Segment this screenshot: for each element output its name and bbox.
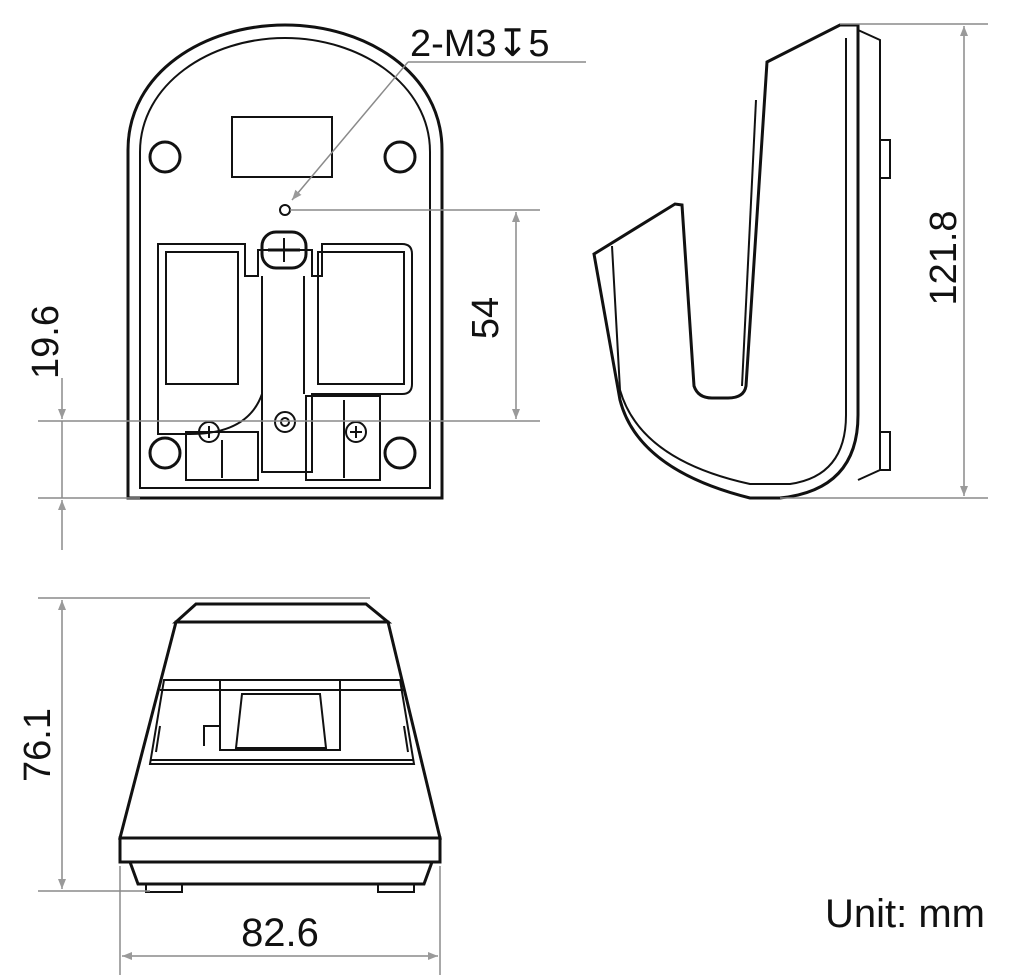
screw-center <box>274 411 296 433</box>
cable-channel-inner <box>165 251 405 385</box>
front-window-inner <box>150 689 414 761</box>
corner-hole-top-left <box>148 140 182 174</box>
front-cradle <box>219 679 341 751</box>
front-window-edge-right <box>403 725 409 753</box>
dim-82-6-lines <box>119 866 441 975</box>
dim-54-lines <box>38 209 540 422</box>
front-body <box>118 620 442 840</box>
corner-hole-bottom-right <box>383 436 417 470</box>
front-foot-left <box>145 883 183 893</box>
side-groove <box>741 99 757 387</box>
rear-outer-outline <box>126 23 444 500</box>
side-back-plate <box>857 29 881 481</box>
cable-clip <box>260 230 308 270</box>
front-window <box>148 679 416 765</box>
front-top-cap <box>172 602 393 624</box>
screw-right-cross <box>350 426 362 438</box>
label-recess <box>231 116 333 178</box>
callout-leader <box>291 61 586 201</box>
m3-mounting-hole <box>279 204 291 216</box>
front-cradle-step <box>203 725 220 746</box>
front-foot-right <box>377 883 415 893</box>
screw-left-cross <box>203 426 215 438</box>
side-tab-lower <box>879 431 891 471</box>
front-cradle-inner <box>234 693 328 749</box>
dim-121-8-lines <box>780 23 988 499</box>
lower-pad-left <box>185 431 259 481</box>
front-base <box>118 836 442 864</box>
dim-76-1-label: 76.1 <box>17 708 59 782</box>
side-tab-upper <box>879 139 891 179</box>
front-base-lower <box>128 861 434 886</box>
dim-121-8-label: 121.8 <box>923 210 965 305</box>
side-outer-profile <box>592 23 860 500</box>
side-inner-profile <box>611 38 847 485</box>
dim-82-6-label: 82.6 <box>241 911 319 955</box>
cable-channel-outline <box>157 243 413 473</box>
dim-19-6-label: 19.6 <box>25 305 67 379</box>
front-window-edge-left <box>155 725 161 753</box>
screw-center-core <box>280 417 290 427</box>
dim-54-label: 54 <box>465 297 507 339</box>
dim-76-1-lines <box>38 597 370 892</box>
corner-hole-top-right <box>383 140 417 174</box>
side-view <box>592 23 891 500</box>
rear-inner-outline <box>139 36 431 489</box>
rear-view <box>126 23 444 500</box>
unit-label: Unit: mm <box>825 892 985 936</box>
lower-pad-right <box>305 395 381 481</box>
screw-right <box>345 421 367 443</box>
dim-19-6-lines <box>38 378 140 550</box>
callout-text: 2-M3↧5 <box>410 23 550 65</box>
front-view <box>118 602 442 893</box>
corner-hole-bottom-left <box>148 436 182 470</box>
screw-left <box>198 421 220 443</box>
